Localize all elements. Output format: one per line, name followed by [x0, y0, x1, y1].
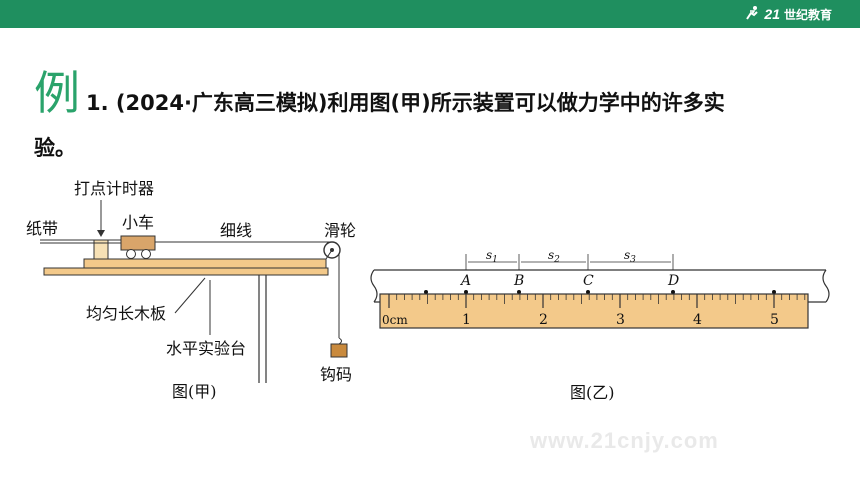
ruler-tick-3-label: 3 [616, 312, 625, 328]
ruler-tick-4-label: 4 [693, 312, 702, 328]
ruler-tick-2-label: 2 [539, 312, 548, 328]
ruler-ticks [388, 294, 806, 308]
pulley-label: 滑轮 [324, 221, 356, 240]
s3-label: s3 [624, 248, 636, 265]
hook [338, 337, 342, 345]
site-logo[interactable]: 21 世纪教育 [744, 4, 832, 24]
tape-dot-d [671, 290, 675, 294]
tape-dot-c [586, 290, 590, 294]
s2-label: s2 [548, 248, 560, 265]
s1-label: s1 [486, 248, 498, 265]
ruler-zero-label: 0cm [382, 313, 408, 327]
table-top [43, 267, 329, 276]
paper-tape-label: 纸带 [26, 219, 58, 238]
board-leader [174, 277, 206, 314]
timer-label: 打点计时器 [74, 179, 154, 198]
ruler [379, 293, 809, 329]
figure-apparatus: 打点计时器 纸带 小车 细线 滑轮 均匀长木板 水平实验台 钩码 图(甲) [26, 179, 356, 401]
tape-dot [772, 290, 776, 294]
question-line-2: 验。 [34, 136, 76, 160]
timer-arrow-head [97, 230, 105, 237]
hook-weight [330, 343, 348, 358]
figure-tape-ruler: A B C D s1 s2 s3 0cm 1 2 3 4 5 图(乙) [370, 248, 830, 402]
tape-dot-b [517, 290, 521, 294]
question-line-1: 1. (2024·广东高三模拟)利用图(甲)所示装置可以做力学中的许多实 [86, 91, 725, 115]
cart-label: 小车 [122, 213, 154, 232]
logo-number: 21 [764, 6, 780, 22]
weight-label: 钩码 [320, 365, 352, 384]
watermark: www.21cnjy.com [530, 428, 719, 453]
runner-icon [744, 5, 760, 24]
tape-dot [424, 290, 428, 294]
cart-body [120, 235, 156, 251]
cart-wheel [126, 249, 136, 259]
table-label: 水平实验台 [166, 339, 246, 358]
tape-dot-a [464, 290, 468, 294]
cart-wheel [141, 249, 151, 259]
point-a-label: A [459, 273, 471, 289]
pulley-bracket [325, 249, 333, 260]
wood-board [83, 258, 327, 269]
point-b-label: B [513, 273, 524, 289]
string-label: 细线 [220, 221, 252, 240]
point-d-label: D [667, 273, 679, 289]
example-mark: 例 [34, 66, 80, 120]
figure-b-caption: 图(乙) [570, 383, 615, 402]
header-bar: 21 世纪教育 [0, 0, 860, 28]
ruler-tick-1-label: 1 [462, 312, 471, 328]
figure-a-caption: 图(甲) [172, 382, 217, 401]
ruler-tick-5-label: 5 [770, 312, 779, 328]
board-label: 均匀长木板 [86, 304, 166, 323]
logo-text: 世纪教育 [783, 7, 832, 22]
point-c-label: C [583, 273, 594, 289]
